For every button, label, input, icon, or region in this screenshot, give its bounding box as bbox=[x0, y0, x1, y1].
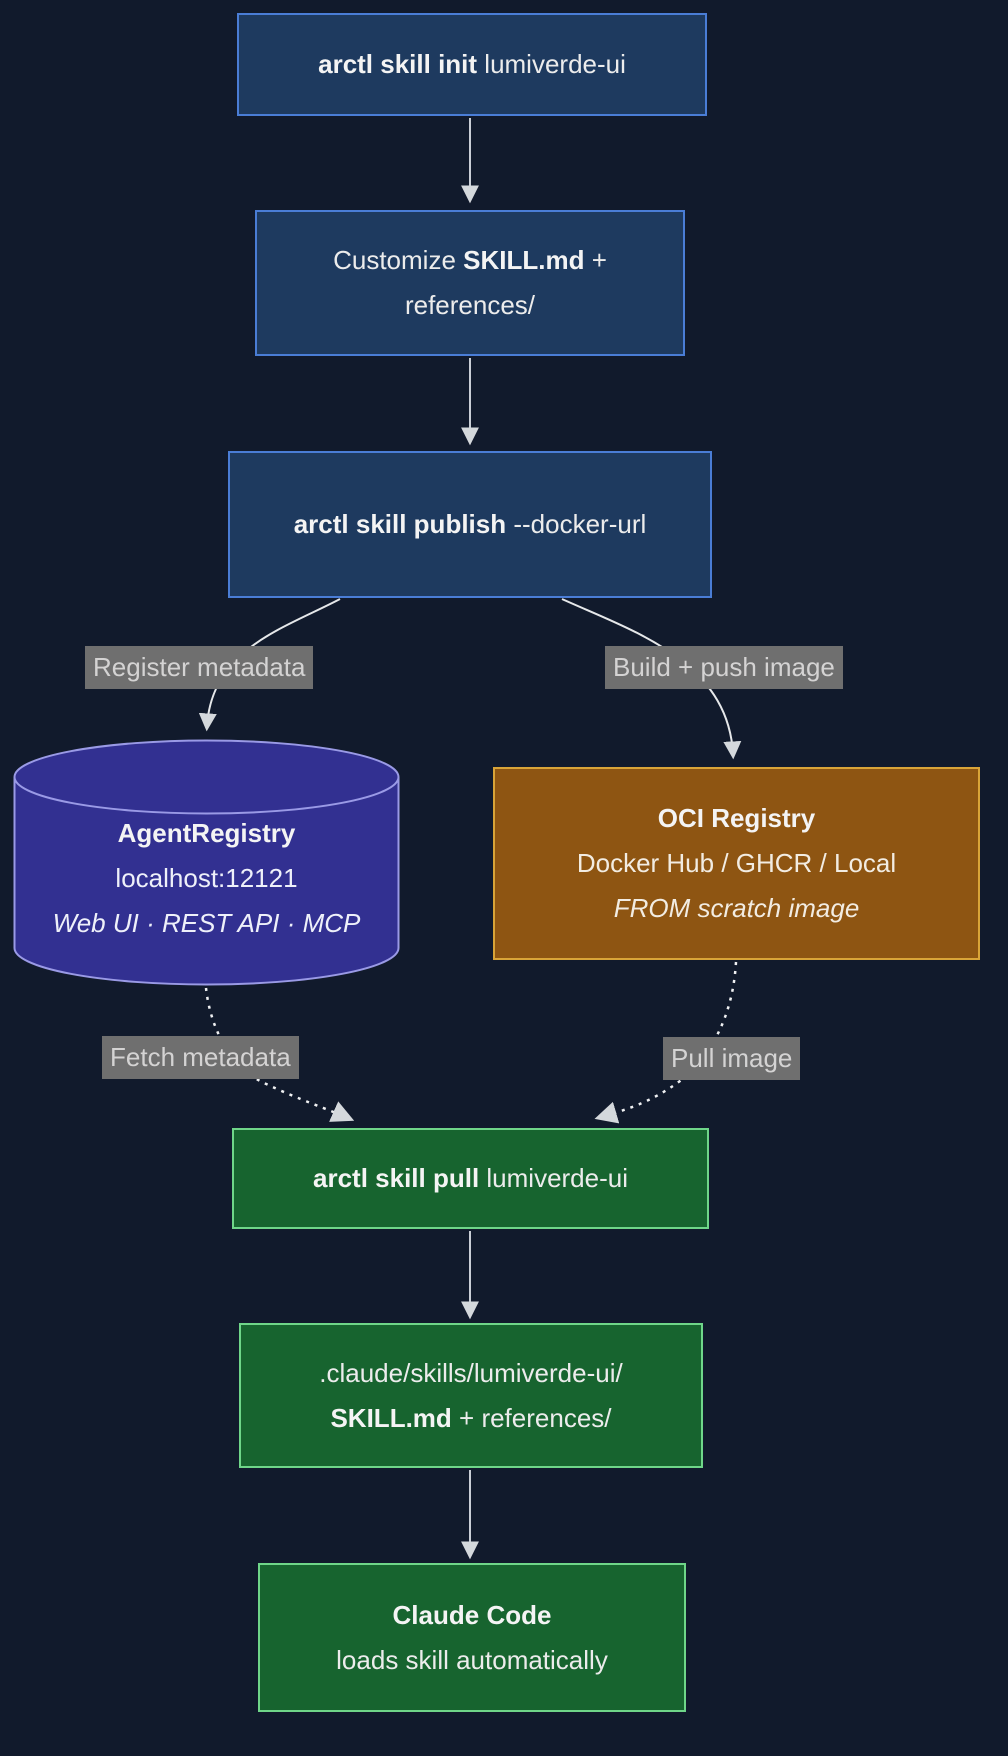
agent-registry-interfaces: Web UI · REST API · MCP bbox=[52, 908, 361, 938]
agent-registry-address: localhost:12121 bbox=[115, 863, 298, 893]
node-claude-code: Claude Code loads skill automatically bbox=[258, 1563, 686, 1712]
edge-label-fetch-metadata: Fetch metadata bbox=[102, 1036, 299, 1079]
skill-pull-label: arctl skill pull lumiverde-ui bbox=[313, 1163, 628, 1193]
agent-registry-text: AgentRegistry localhost:12121 Web UI · R… bbox=[13, 811, 400, 946]
oci-registry-providers: Docker Hub / GHCR / Local bbox=[576, 848, 897, 878]
skill-publish-label: arctl skill publish --docker-url bbox=[293, 509, 647, 539]
customize-line-1: Customize SKILL.md + bbox=[333, 245, 607, 275]
node-agent-registry: AgentRegistry localhost:12121 Web UI · R… bbox=[13, 739, 400, 986]
oci-registry-note: FROM scratch image bbox=[613, 893, 860, 923]
edge-label-pull-image: Pull image bbox=[663, 1037, 801, 1080]
skill-init-label: arctl skill init lumiverde-ui bbox=[318, 49, 626, 79]
claude-code-behavior: loads skill automatically bbox=[336, 1644, 608, 1675]
node-oci-registry: OCI Registry Docker Hub / GHCR / Local F… bbox=[493, 767, 980, 960]
claude-code-name: Claude Code bbox=[392, 1599, 552, 1630]
edge-publish-registry bbox=[198, 598, 341, 732]
local-files-line-2: SKILL.md + references/ bbox=[330, 1402, 612, 1433]
node-skill-init: arctl skill init lumiverde-ui bbox=[237, 13, 707, 116]
edge-oci-pull bbox=[594, 961, 738, 1124]
node-local-skill-files: .claude/skills/lumiverde-ui/ SKILL.md + … bbox=[239, 1323, 703, 1468]
node-skill-pull: arctl skill pull lumiverde-ui bbox=[232, 1128, 709, 1229]
node-customize-skill: Customize SKILL.md + references/ bbox=[255, 210, 685, 356]
oci-registry-name: OCI Registry bbox=[657, 803, 816, 833]
edge-label-register-metadata: Register metadata bbox=[85, 646, 314, 689]
local-files-path: .claude/skills/lumiverde-ui/ bbox=[319, 1357, 623, 1388]
customize-line-2: references/ bbox=[404, 290, 536, 320]
node-skill-publish: arctl skill publish --docker-url bbox=[228, 451, 712, 598]
agent-registry-name: AgentRegistry bbox=[117, 818, 296, 848]
edge-label-build-push: Build + push image bbox=[605, 646, 843, 689]
database-cylinder-icon bbox=[13, 739, 400, 986]
